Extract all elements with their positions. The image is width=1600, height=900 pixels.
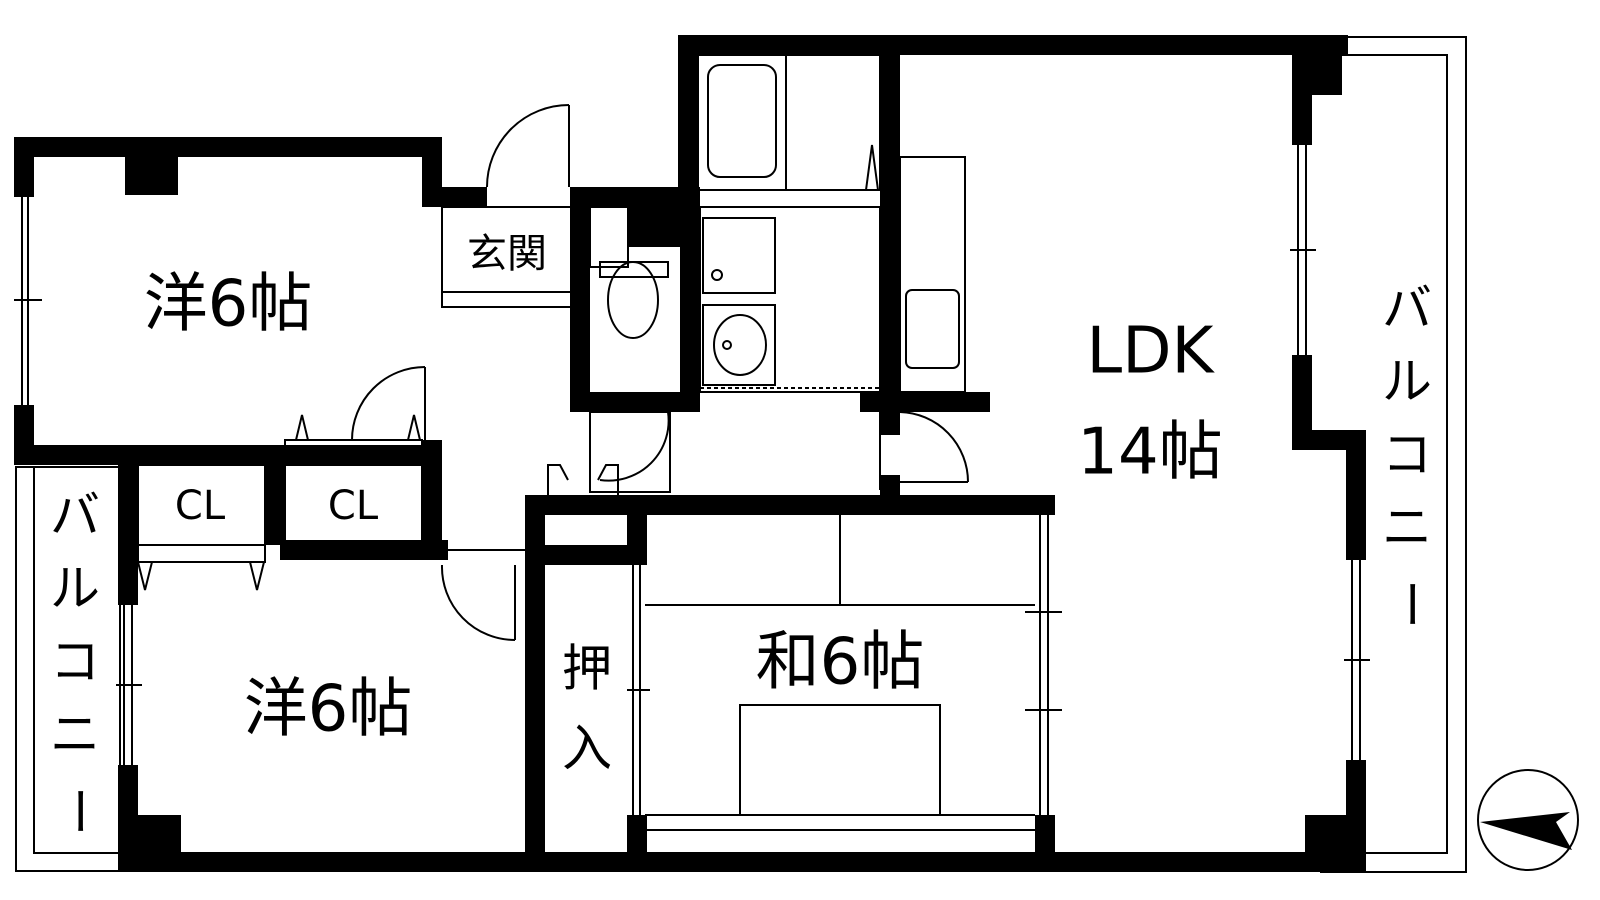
room-label-western-1: 洋6帖 [144,268,313,342]
room-label-japanese: 和6帖 [756,626,925,700]
balcony-right-char-3: コ [1382,426,1432,484]
walls [14,35,1366,872]
balcony-left [15,466,121,872]
balcony-left-char-1: バ [50,487,100,545]
balcony-right-char-4: ニ [1382,499,1432,557]
balcony-left-char-4: ニ [50,706,100,764]
room-label-closet-1: CL [175,483,226,529]
compass-north-arrow-icon [1477,769,1579,871]
room-label-entrance: 玄関 [467,231,547,277]
room-label-western-2: 洋6帖 [244,673,413,747]
room-label-oshiire-1: 押 [562,640,612,698]
room-label-oshiire-2: 入 [562,720,612,778]
balcony-right [1320,36,1467,873]
detail-lines [14,54,1370,831]
room-label-ldk: LDK [1087,315,1216,389]
balcony-right-char-2: ル [1382,353,1432,411]
balcony-left-char-5: ー [50,786,108,836]
balcony-right-char-1: バ [1382,280,1432,338]
room-label-closet-2: CL [328,483,379,529]
room-label-ldk-size: 14帖 [1077,416,1222,490]
balcony-left-char-2: ル [50,560,100,618]
balcony-left-char-3: コ [50,633,100,691]
balcony-right-char-5: ー [1382,579,1440,629]
